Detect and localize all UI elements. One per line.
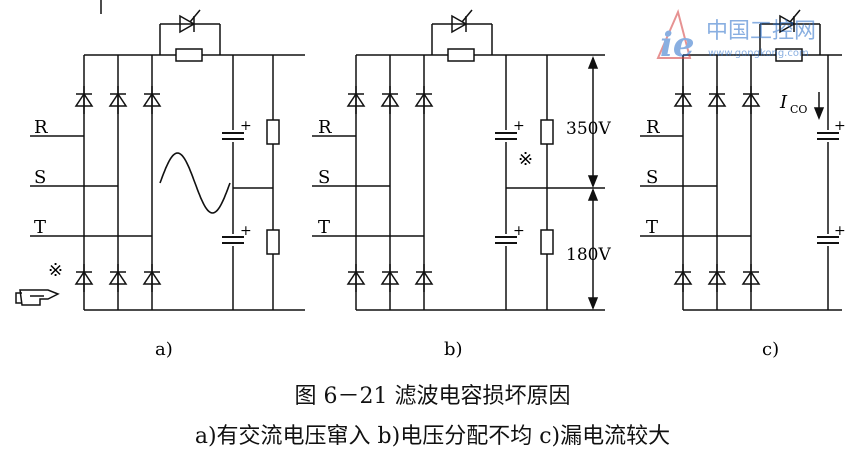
watermark-ie: ie xyxy=(660,25,695,65)
panel-b-fault-mark: ※ xyxy=(518,149,533,170)
panel-b-phase-r: R xyxy=(318,117,332,138)
panel-b-phase-s: S xyxy=(318,167,330,188)
panel-c-components xyxy=(674,85,840,293)
panel-c-phase-s: S xyxy=(646,167,658,188)
panel-c-phase-t: T xyxy=(646,217,658,238)
cap-plus-b2: + xyxy=(513,223,525,239)
cap-plus-b1: + xyxy=(513,118,525,134)
watermark-triangle-icon xyxy=(656,8,692,59)
panel-c-current-sub: CO xyxy=(790,103,807,116)
watermark-site: 中国工控网 xyxy=(706,19,816,44)
panel-b-phase-t: T xyxy=(318,217,330,238)
figure-title: 图 6－21 滤波电容损坏原因 xyxy=(294,384,571,409)
cap-plus-c2: + xyxy=(834,223,846,239)
panel-b-label: b) xyxy=(444,339,463,360)
panel-c-label: c) xyxy=(762,339,779,360)
cap-plus-c1: + xyxy=(834,118,846,134)
watermark-url: www.gongkong.com xyxy=(708,48,809,59)
panel-c-current-label: I xyxy=(779,92,788,113)
cap-plus-a1: + xyxy=(240,118,252,134)
panel-a-phase-s: S xyxy=(34,167,46,188)
panel-c-phase-r: R xyxy=(646,117,660,138)
panel-a-fault-mark: ※ xyxy=(48,260,63,281)
panel-b-components xyxy=(347,85,554,293)
cap-plus-a2: + xyxy=(240,223,252,239)
watermark-logo: ie 中国工控网 www.gongkong.com xyxy=(650,8,860,68)
panel-a-diodes xyxy=(75,85,280,293)
panel-a-phase-r: R xyxy=(34,117,48,138)
panel-a-label: a) xyxy=(155,339,173,360)
panel-b-upper-voltage: 350V xyxy=(566,119,611,139)
figure-subtitle: a)有交流电压窜入 b)电压分配不均 c)漏电流较大 xyxy=(194,424,671,449)
panel-a-phase-t: T xyxy=(34,217,46,238)
panel-b-lower-voltage: 180V xyxy=(566,245,611,265)
